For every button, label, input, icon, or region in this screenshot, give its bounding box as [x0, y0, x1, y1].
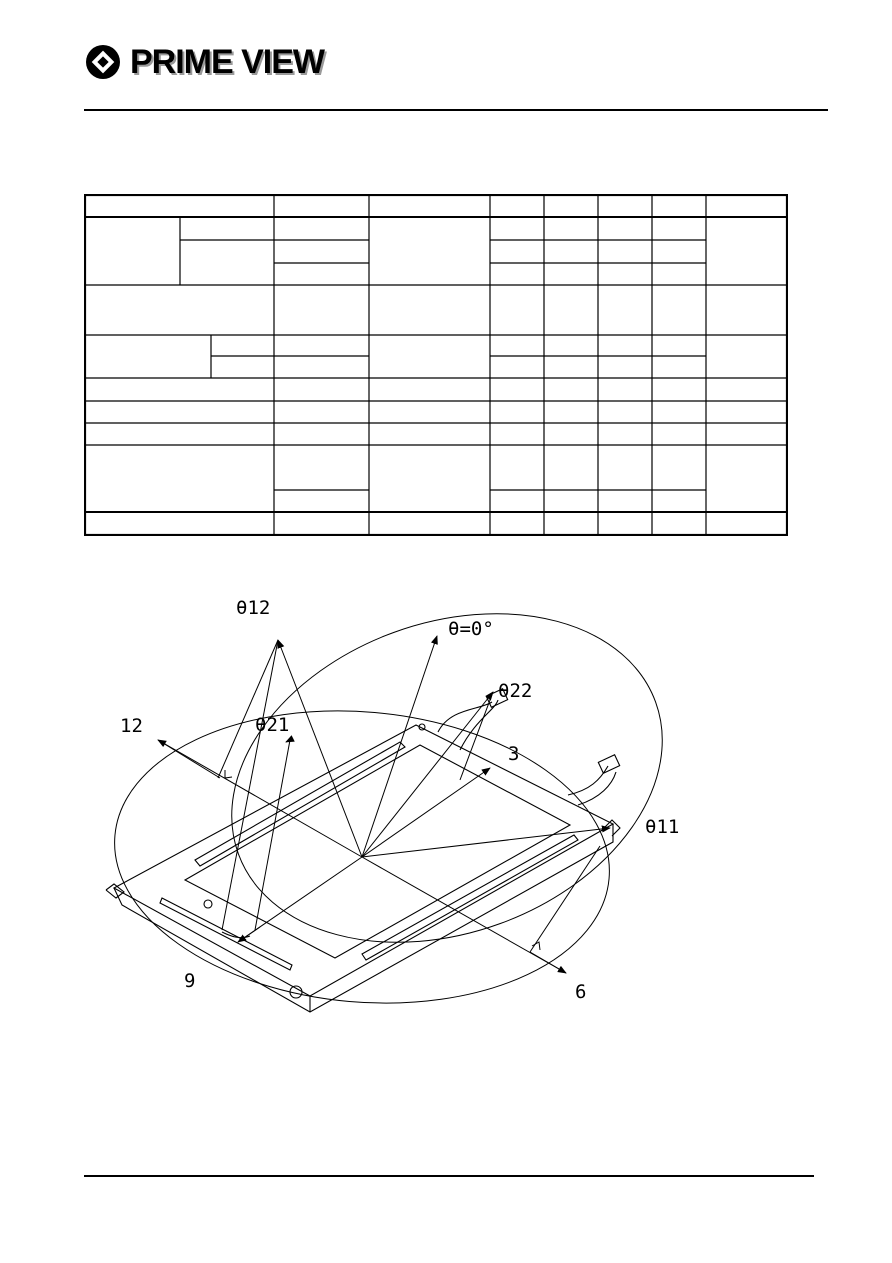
diamond-in-circle-icon — [86, 45, 120, 79]
viewing-angle-diagram: θ12 θ=0° θ22 θ21 θ11 12 3 9 6 — [105, 597, 679, 1013]
horizontal-ellipse — [114, 710, 610, 1004]
label-theta0: θ=0° — [448, 618, 494, 640]
label-direction-9: 9 — [184, 970, 195, 992]
footer-rule — [84, 1175, 814, 1177]
label-theta22: θ22 — [498, 680, 532, 702]
vertical-ellipse — [231, 613, 663, 943]
label-theta21: θ21 — [255, 714, 289, 736]
label-direction-3: 3 — [508, 743, 519, 765]
brand-name: PRIME VIEW — [130, 43, 325, 81]
header-rule — [84, 109, 828, 111]
viewing-directions — [157, 635, 611, 974]
label-direction-12: 12 — [120, 715, 143, 737]
label-theta11: θ11 — [645, 816, 679, 838]
brand-logo: PRIME VIEW — [84, 42, 325, 82]
spec-table — [84, 194, 788, 536]
label-direction-6: 6 — [575, 981, 586, 1003]
lcd-panel — [105, 688, 621, 1013]
label-theta12: θ12 — [236, 597, 270, 619]
